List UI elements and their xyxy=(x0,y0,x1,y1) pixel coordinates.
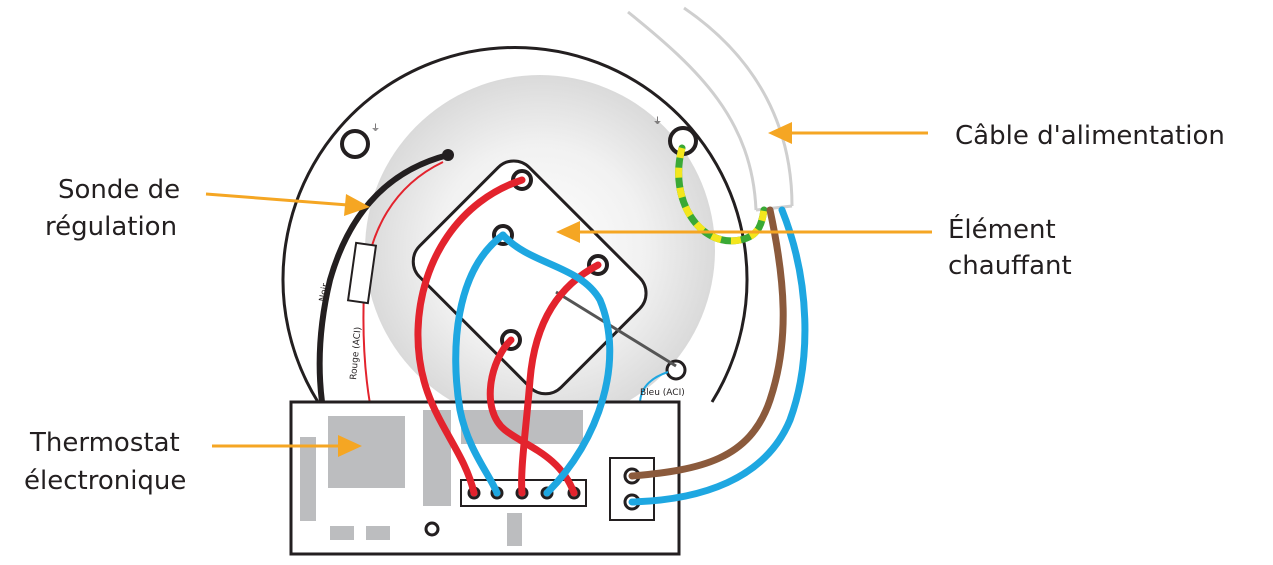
earth-wire xyxy=(675,144,768,245)
callout-element-line2: chauffant xyxy=(948,251,1072,281)
callout-element-line1: Élément xyxy=(948,213,1056,245)
heating-element-plate xyxy=(411,159,648,396)
blue-mains-wire xyxy=(628,206,809,506)
board-component xyxy=(423,410,451,506)
aci-blue-wire xyxy=(639,371,669,405)
board-screw xyxy=(424,521,440,537)
board-component xyxy=(366,526,390,540)
red-wire-3 xyxy=(518,261,602,497)
brown-wire xyxy=(628,206,787,480)
probe-sensor-body xyxy=(346,241,378,305)
board-component xyxy=(330,526,354,540)
callout-probe-line1: Sonde de xyxy=(58,175,180,205)
board-component xyxy=(300,437,316,521)
ground-symbol-left: ⏚ xyxy=(371,123,380,134)
callout-probe-line2: régulation xyxy=(45,212,177,242)
board-component xyxy=(507,513,522,546)
aci-terminal xyxy=(665,359,687,381)
callout-arrows xyxy=(205,122,932,457)
blue-wire-2 xyxy=(499,231,614,497)
red-wire-1 xyxy=(414,176,526,497)
callout-power-cable: Câble d'alimentation xyxy=(955,121,1225,151)
label-rouge: Rouge (ACI) xyxy=(349,326,364,380)
anode-rod xyxy=(555,290,677,368)
probe-black-wire xyxy=(316,152,451,405)
label-noir: Noir xyxy=(318,282,331,302)
ground-symbol-right: ⏚ xyxy=(653,116,662,127)
mains-terminal-block xyxy=(609,457,655,521)
callout-thermostat-line2: électronique xyxy=(24,466,186,496)
mounting-hole-left xyxy=(340,129,370,159)
label-bleu: Bleu (ACI) xyxy=(640,388,685,398)
callout-thermostat-line1: Thermostat xyxy=(29,428,180,458)
blue-wire-1 xyxy=(452,231,507,497)
red-wire-2 xyxy=(486,336,578,497)
probe-head xyxy=(442,149,454,161)
